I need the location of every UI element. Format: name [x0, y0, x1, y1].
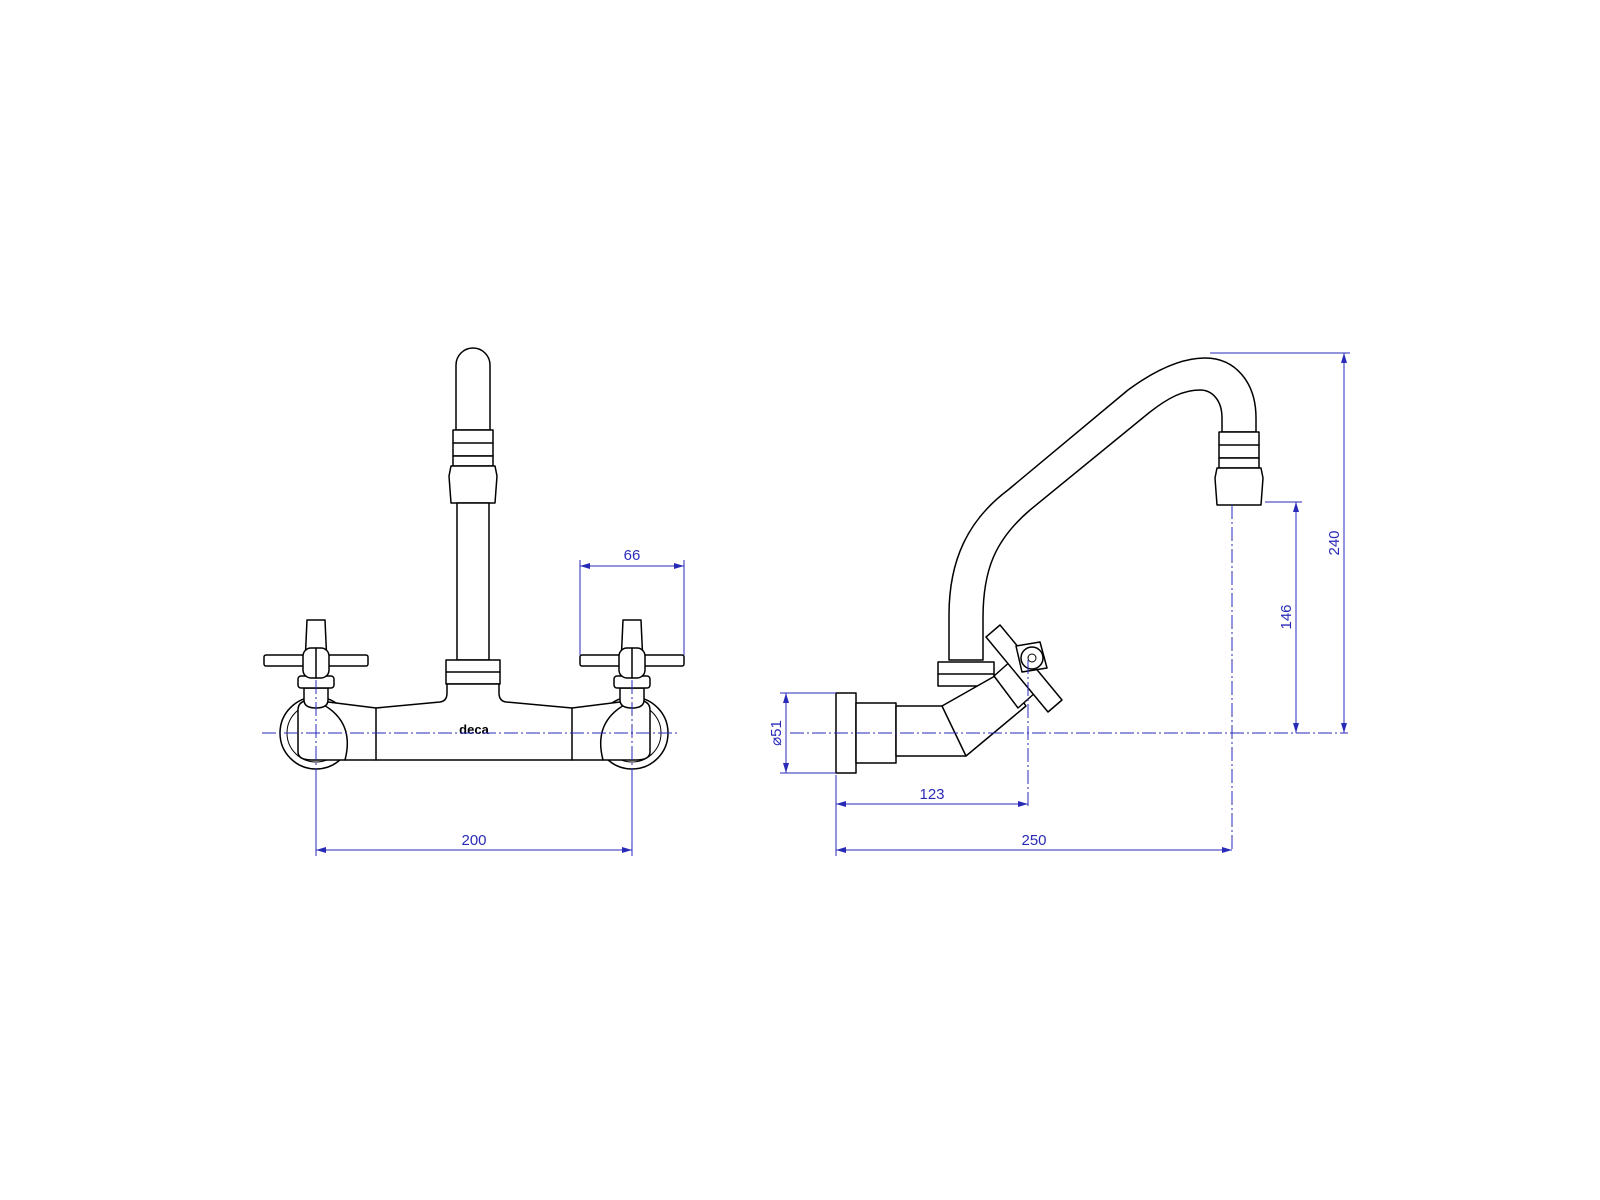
dim-200-label: 200: [461, 832, 486, 849]
dimension-spout-reach: 250: [835, 810, 1232, 856]
dimension-overall-height: 240: [1210, 352, 1350, 733]
front-view: deca: [262, 347, 685, 790]
dim-240-label: 240: [1326, 530, 1343, 555]
brand-logo: deca: [459, 722, 489, 737]
dimension-outlet-height: 146: [1265, 501, 1302, 733]
dim-66-label: 66: [624, 547, 641, 564]
left-cross-handle: [263, 619, 369, 709]
dim-123-label: 123: [919, 786, 944, 803]
right-cross-handle: [579, 619, 685, 709]
dim-146-label: 146: [1278, 604, 1295, 629]
side-spout: [948, 357, 1257, 661]
dimension-flange-diameter: ⌀51: [768, 692, 836, 774]
dim-250-label: 250: [1021, 832, 1046, 849]
side-view: [790, 357, 1348, 850]
front-body: [297, 683, 651, 761]
front-spout: [445, 347, 501, 685]
dimension-handle-width: 66: [579, 547, 685, 655]
dimension-handle-projection: 123: [835, 775, 1028, 810]
diameter-symbol: ⌀: [768, 737, 785, 746]
dimension-front-spacing: 200: [315, 775, 633, 856]
dim-diameter-label: ⌀51: [768, 720, 785, 746]
side-cross-handle: [985, 624, 1063, 713]
dim-51-value: 51: [768, 720, 785, 737]
